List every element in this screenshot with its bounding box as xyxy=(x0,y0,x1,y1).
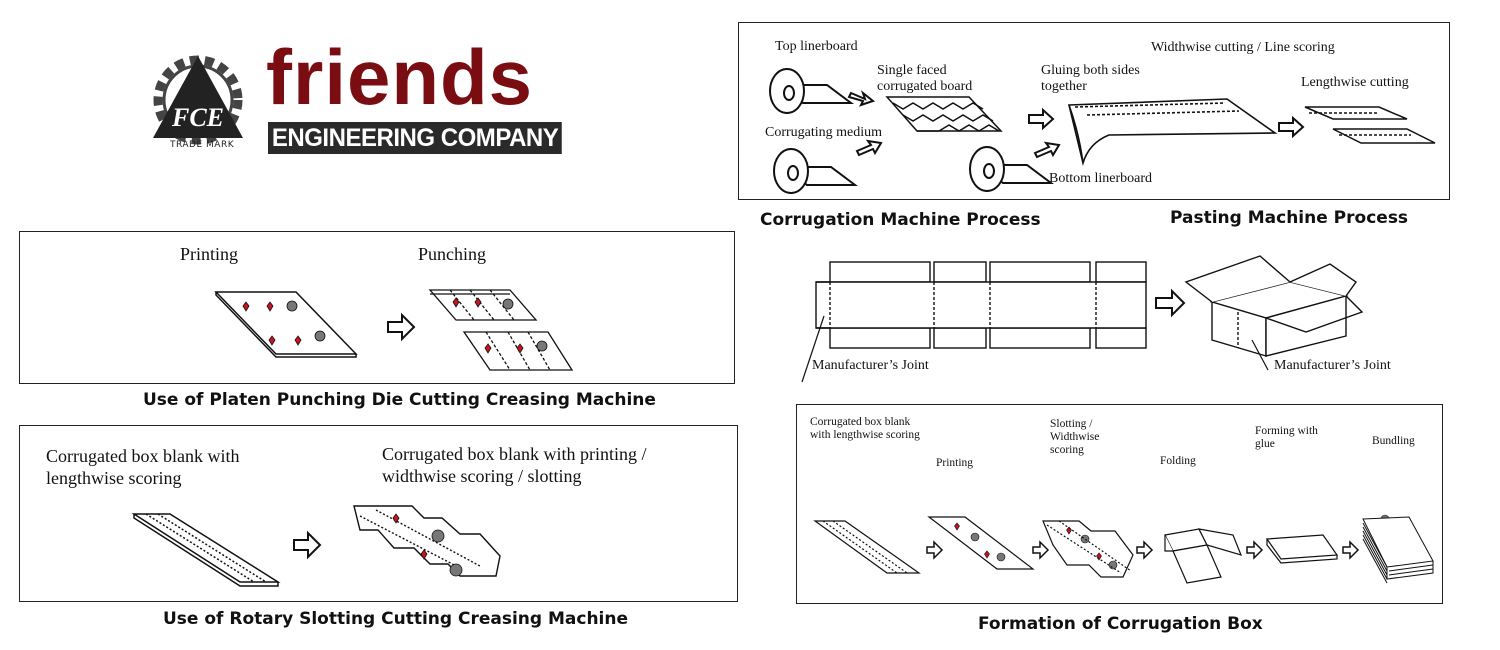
corrugation-caption: Corrugation Machine Process xyxy=(760,210,1041,230)
platen-panel: Printing Punching xyxy=(19,231,735,384)
plain-blank xyxy=(131,513,281,587)
flat-box-blank xyxy=(815,261,1147,349)
formation-bundle xyxy=(1362,516,1434,584)
medium-roll xyxy=(773,148,858,194)
fce-monogram: FCE xyxy=(171,103,224,132)
formation-step-blank: Corrugated box blank with lengthwise sco… xyxy=(810,416,920,441)
lengthwise-label: Lengthwise cutting xyxy=(1301,75,1409,90)
formation-formed xyxy=(1265,534,1339,564)
formation-step-forming: Forming with glue xyxy=(1255,425,1318,450)
pasting-caption: Pasting Machine Process xyxy=(1170,208,1409,228)
print-marks xyxy=(242,301,302,346)
formation-slotted xyxy=(1042,520,1134,578)
joint-pointers xyxy=(801,315,1269,383)
printed-sheet xyxy=(214,291,358,358)
fce-gear-emblem: FCE xyxy=(153,55,243,145)
joint-left-label: Manufacturer’s Joint xyxy=(812,358,929,373)
glued-board xyxy=(1067,98,1278,167)
corrugating-medium-label: Corrugating medium xyxy=(765,125,883,140)
rotary-panel: Corrugated box blank with lengthwise sco… xyxy=(19,425,738,602)
rotary-illustration xyxy=(131,505,501,587)
gluing-label: Gluing both sides together xyxy=(1041,63,1140,94)
punched-pieces xyxy=(428,289,574,371)
formation-blank xyxy=(813,520,921,574)
blank-label: Corrugated box blank with lengthwise sco… xyxy=(46,446,240,488)
rotary-caption: Use of Rotary Slotting Cutting Creasing … xyxy=(163,609,629,629)
formation-illustration xyxy=(813,514,1434,584)
flow-arrows xyxy=(847,90,1305,159)
formation-panel: Corrugated box blank with lengthwise sco… xyxy=(796,404,1443,604)
top-liner-roll xyxy=(769,68,854,114)
brand-name: friends xyxy=(266,33,534,121)
corrugation-illustration xyxy=(769,68,1436,194)
formation-folded xyxy=(1164,528,1243,584)
formation-step-bundling: Bundling xyxy=(1372,435,1415,447)
printed-blank-label: Corrugated box blank with printing / wid… xyxy=(382,444,647,486)
corrugation-pasting-panel: Top linerboard Single faced corrugated b… xyxy=(738,22,1450,200)
bottom-linerboard-label: Bottom linerboard xyxy=(1049,171,1153,186)
punching-label: Punching xyxy=(418,244,487,264)
slot-marks xyxy=(286,300,326,342)
formation-step-folding: Folding xyxy=(1160,455,1196,467)
single-faced-label: Single faced corrugated board xyxy=(877,63,973,94)
printing-label: Printing xyxy=(180,244,239,264)
brand-subtitle: ENGINEERING COMPANY xyxy=(268,122,563,154)
box-layout-illustration xyxy=(801,255,1364,383)
platen-arrow xyxy=(387,312,416,342)
rotary-print-marks xyxy=(392,513,428,560)
single-faced-board xyxy=(885,96,1003,132)
platen-illustration xyxy=(214,289,574,371)
formation-printed xyxy=(927,516,1035,570)
bottom-liner-roll xyxy=(969,146,1054,192)
formation-step-slotting: Slotting / Widthwise scoring xyxy=(1050,418,1100,456)
rotary-slot-marks xyxy=(431,529,463,577)
formation-caption: Formation of Corrugation Box xyxy=(978,614,1263,634)
widthwise-label: Widthwise cutting / Line scoring xyxy=(1151,40,1335,55)
formation-arrows xyxy=(926,540,1360,560)
joint-right-label: Manufacturer’s Joint xyxy=(1274,358,1391,373)
box-arrow xyxy=(1155,288,1186,318)
slotted-blank xyxy=(353,505,501,577)
lengthwise-pieces xyxy=(1304,106,1436,144)
top-linerboard-label: Top linerboard xyxy=(775,39,858,54)
platen-caption: Use of Platen Punching Die Cutting Creas… xyxy=(143,390,656,410)
formation-step-printing: Printing xyxy=(936,457,974,469)
open-box xyxy=(1184,255,1364,357)
rotary-arrow xyxy=(293,530,322,560)
trademark-label: TRADE MARK xyxy=(170,140,235,150)
